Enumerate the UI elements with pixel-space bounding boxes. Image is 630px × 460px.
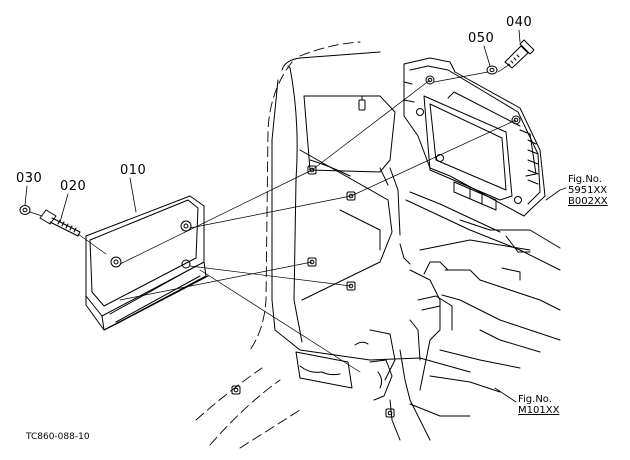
cover-010 <box>85 195 209 331</box>
callout-010: 010 <box>120 163 147 178</box>
drawing-code: TC860-088-10 <box>26 432 90 442</box>
bolt-020 <box>39 209 81 237</box>
figure-ref-top: Fig.No. 5951XX B002XX <box>568 174 608 207</box>
harness-bracket <box>295 351 393 401</box>
washer-050 <box>486 65 498 75</box>
figure-ref-bottom: Fig.No. M101XX <box>518 394 559 416</box>
figure-ref-top-line1: 5951XX <box>568 185 608 196</box>
callout-050: 050 <box>468 31 495 46</box>
callout-030: 030 <box>16 171 43 186</box>
leader-lines <box>24 29 567 403</box>
assembly-guide-lines <box>29 63 517 373</box>
figure-ref-top-line2: B002XX <box>568 196 608 207</box>
figure-ref-top-prefix: Fig.No. <box>568 174 602 185</box>
frame-mount-studs <box>231 95 395 418</box>
frame-panel <box>271 51 561 441</box>
figure-ref-bottom-line1: M101XX <box>518 405 560 416</box>
callout-040: 040 <box>506 15 533 30</box>
controller-mounted <box>403 57 546 217</box>
figure-ref-bottom-prefix: Fig.No. <box>518 394 552 405</box>
callout-020: 020 <box>60 179 87 194</box>
bolt-040 <box>504 39 535 69</box>
washer-030 <box>19 205 31 215</box>
frame-outline <box>195 41 361 449</box>
